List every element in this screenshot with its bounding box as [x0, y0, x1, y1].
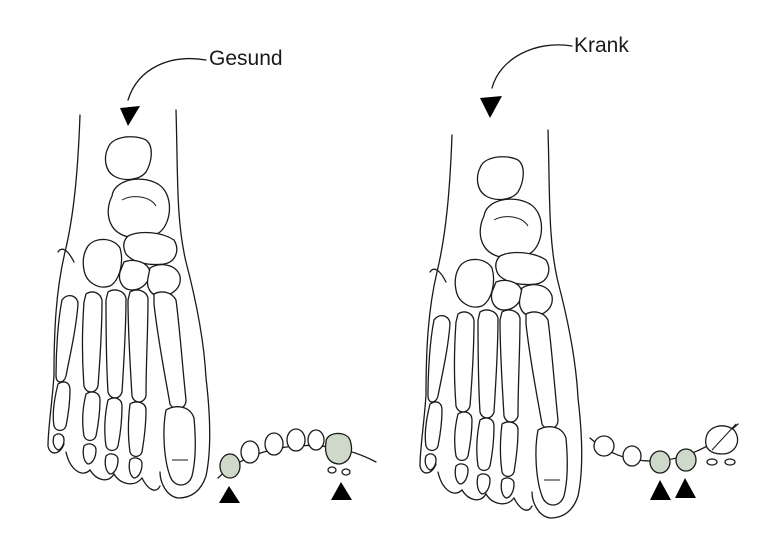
sick-sesamoid-row [589, 423, 739, 500]
arrow-head [120, 106, 140, 126]
sick-foot [419, 129, 583, 519]
healthy-sesamoid-row [217, 428, 377, 503]
triangle-marker-icon [675, 478, 696, 498]
triangle-marker-icon [219, 486, 240, 503]
healthy-foot [47, 109, 211, 499]
label-sick: Krank [574, 34, 629, 57]
arrow-head [480, 96, 502, 118]
triangle-marker-icon [331, 482, 352, 500]
highlighted-sesamoid [219, 453, 241, 479]
highlighted-sesamoid [324, 432, 353, 465]
curved-arrow-icon [491, 44, 573, 89]
curved-arrow-icon [127, 58, 207, 101]
highlighted-sesamoid [649, 450, 671, 474]
triangle-marker-icon [650, 480, 671, 500]
highlighted-sesamoid [675, 448, 697, 472]
label-healthy: Gesund [209, 47, 283, 70]
